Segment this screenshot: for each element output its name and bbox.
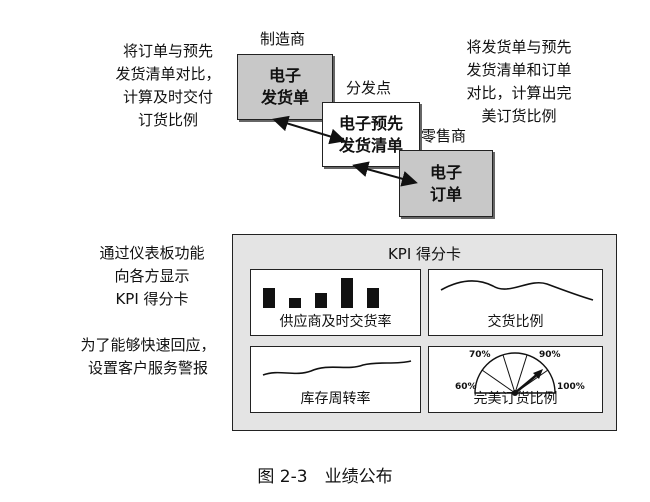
arrow-asn-order bbox=[352, 161, 418, 187]
gauge-tick-60: 60% bbox=[455, 382, 477, 392]
note-perfect-order: 将发货单与预先 发货清单和订单 对比，计算出完 美订货比例 bbox=[466, 38, 572, 125]
note-on-time-delivery: 将订单与预先 发货清单对比， 计算及时交付 订货比例 bbox=[115, 42, 221, 129]
panel-label-inventory-turnover: 库存周转率 bbox=[300, 391, 371, 407]
mini-bar-chart bbox=[263, 278, 379, 308]
kpi-scorecard: KPI 得分卡 供应商及时交货率 交货比例 库存周转率 bbox=[232, 234, 617, 431]
doc-electronic-order: 电子 订单 bbox=[399, 150, 493, 217]
gauge bbox=[474, 352, 556, 396]
figure-caption: 图 2-3 业绩公布 bbox=[257, 467, 393, 487]
label-manufacturer: 制造商 bbox=[260, 30, 306, 48]
inventory-trend-line bbox=[262, 360, 412, 376]
panel-label-supplier-on-time: 供应商及时交货率 bbox=[279, 314, 392, 330]
mini-bar-1 bbox=[263, 288, 275, 308]
label-retailer: 零售商 bbox=[421, 127, 467, 145]
mini-bar-2 bbox=[289, 298, 301, 308]
kpi-scorecard-title: KPI 得分卡 bbox=[387, 245, 462, 263]
panel-supplier-on-time-delivery: 供应商及时交货率 bbox=[250, 269, 421, 336]
panel-inventory-turnover: 库存周转率 bbox=[250, 346, 421, 413]
note-alerts: 为了能够快速回应， 设置客户服务警报 bbox=[80, 336, 216, 377]
mini-bar-4 bbox=[341, 278, 353, 308]
gauge-tick-100: 100% bbox=[557, 382, 585, 392]
panel-delivery-ratio: 交货比例 bbox=[428, 269, 603, 336]
panel-label-delivery-ratio: 交货比例 bbox=[487, 314, 544, 330]
mini-bar-3 bbox=[315, 293, 327, 308]
label-distribution-point: 分发点 bbox=[346, 79, 392, 97]
gauge-tick-70: 70% bbox=[469, 350, 491, 360]
panel-label-perfect-order: 完美订货比例 bbox=[473, 391, 558, 407]
delivery-trend-line bbox=[440, 280, 594, 301]
panel-perfect-order-ratio: 70% 90% 60% 100% 完美订货比例 bbox=[428, 346, 603, 413]
arrow-invoice-asn bbox=[272, 115, 346, 145]
gauge-needle bbox=[514, 372, 540, 394]
mini-bar-5 bbox=[367, 288, 379, 308]
gauge-tick-90: 90% bbox=[539, 350, 561, 360]
note-dashboard: 通过仪表板功能 向各方显示 KPI 得分卡 bbox=[99, 244, 205, 308]
